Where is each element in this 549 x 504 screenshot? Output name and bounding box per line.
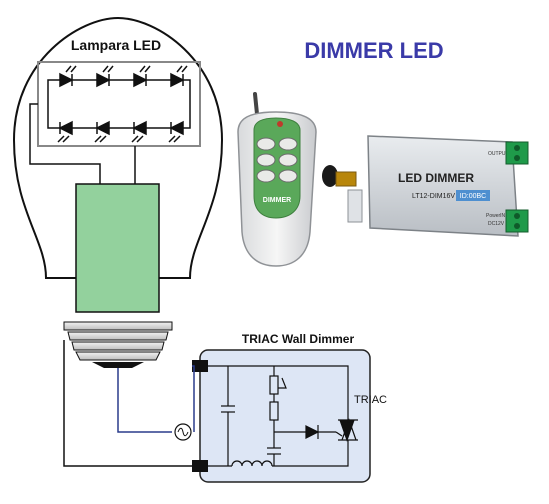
remote-button [278,169,298,183]
led-diode [59,65,77,88]
dimmer-terminal-bottom [192,460,208,472]
led-bulb: Lampara LED [12,16,224,368]
led-diode [94,120,110,143]
controller-antenna-mount [335,171,357,187]
remote-buttons [256,137,298,183]
controller-antenna-cap [322,165,338,187]
controller-name: LED DIMMER [398,171,474,185]
driver-board [75,183,160,313]
inductor [231,460,273,467]
remote-button [278,137,298,151]
led-wire-left [29,103,101,184]
led-diode [170,65,188,88]
remote-control: DIMMER [237,92,317,267]
remote-button [256,153,276,167]
triac-symbol [335,418,358,442]
triac-label: TRIAC [354,394,387,406]
remote-label: DIMMER [263,197,291,204]
bulb-label: Lampara LED [71,37,161,53]
led-diode [96,65,114,88]
controller-model: LT12-DIM16V [412,193,455,200]
led-diode [131,120,147,143]
led-diode [168,120,184,143]
external-wiring [63,340,195,467]
diac [305,425,320,439]
controller-power-label: PowerIN [486,213,506,219]
led-row-bottom [57,120,184,143]
triac-wall-dimmer: TRIAC Wall Dimmer [192,332,387,483]
led-dimmer-controller: LED DIMMER LT12-DIM16V ID:00BC OUTPUT Po… [322,135,529,237]
remote-button [278,153,298,167]
controller-voltage-label: DC12V [488,221,505,227]
wire-neutral [117,368,172,433]
output-terminal [505,141,529,165]
dimmer-terminal-top [192,360,208,372]
controller-bracket [347,189,363,223]
controller-id: ID:00BC [460,193,486,200]
ac-source [174,423,192,441]
power-terminal [505,209,529,233]
dimmer-box [199,349,371,483]
led-diode [133,65,151,88]
controller-box [367,135,519,237]
led-row-top [59,65,188,88]
remote-led [277,121,283,127]
remote-button [256,137,276,151]
led-array-inner [47,79,191,129]
led-diode [57,120,73,143]
wire-phase [192,365,195,432]
remote-button [256,169,276,183]
controller-output-label: OUTPUT [488,151,509,157]
bulb-base [63,321,173,368]
dimmer-circuit [208,365,349,467]
dimmer-box-label: TRIAC Wall Dimmer [242,332,355,346]
wire-base-to-dimmer [63,340,192,467]
controller-id-tag [456,190,490,201]
diagram-title: DIMMER LED [304,38,443,63]
